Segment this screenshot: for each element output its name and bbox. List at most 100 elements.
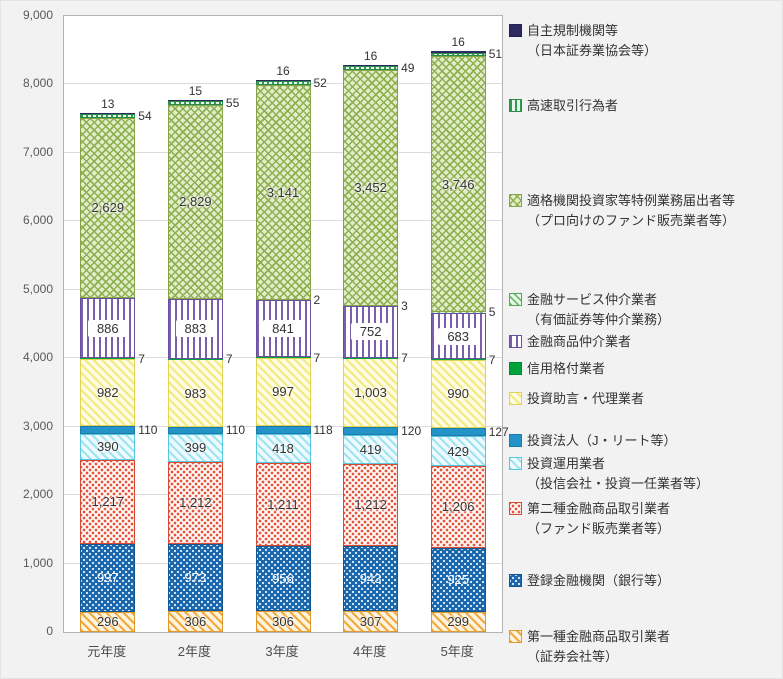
- value-label-right: 49: [401, 60, 415, 75]
- value-label: 2,629: [91, 200, 125, 216]
- value-label: 1,217: [91, 494, 125, 510]
- legend-label-line: 登録金融機関（銀行等）: [527, 573, 671, 588]
- value-label-right: 7: [138, 351, 145, 366]
- segment-invest_corp: [255, 426, 311, 435]
- legend-item-hft: 高速取引行為者: [509, 96, 618, 116]
- segment-invest_corp: [167, 426, 223, 435]
- value-label: 3,452: [354, 180, 387, 196]
- legend-marker-asset_mgmt: [509, 457, 522, 470]
- legend-label: 投資法人（J・リート等）: [527, 431, 677, 451]
- segment-asset_mgmt: 390: [80, 433, 136, 461]
- segment-qualified: 2,829: [167, 104, 223, 299]
- segment-sro: [167, 100, 223, 102]
- legend-label-line: 自主規制機関等: [527, 23, 619, 38]
- value-label: 296: [96, 614, 119, 630]
- segment-qualified: 3,141: [255, 84, 311, 300]
- value-label: 2,829: [179, 194, 212, 210]
- segment-advisory: 982: [80, 358, 136, 427]
- value-label-top: 16: [451, 35, 465, 50]
- segment-type1: 299: [430, 611, 486, 632]
- segment-asset_mgmt: 418: [255, 434, 311, 463]
- segment-hft: [430, 52, 486, 56]
- value-label: 973: [184, 570, 207, 586]
- legend-marker-invest_corp: [509, 434, 522, 447]
- value-label: 307: [359, 614, 382, 629]
- value-label-top: 15: [188, 84, 203, 99]
- value-label-top: 13: [101, 97, 115, 112]
- value-label-right: 2: [313, 292, 321, 307]
- value-label: 3,746: [441, 176, 475, 192]
- value-label: 1,212: [179, 495, 212, 511]
- value-label: 990: [447, 386, 470, 402]
- segment-type1: 306: [255, 611, 311, 632]
- value-label: 1,003: [354, 384, 387, 400]
- segment-hft: [343, 66, 399, 70]
- segment-type2: 1,211: [255, 462, 311, 546]
- legend-item-intermediary: 金融商品仲介業者: [509, 332, 631, 352]
- legend-item-advisory: 投資助言・代理業者: [509, 389, 644, 409]
- value-label: 841: [263, 320, 303, 338]
- legend-label-line: 第二種金融商品取引業者: [527, 501, 671, 516]
- value-label-right: 54: [138, 108, 152, 123]
- value-label-right: 118: [313, 423, 333, 438]
- value-label: 399: [184, 440, 207, 456]
- legend-marker-hft: [509, 99, 522, 112]
- segment-asset_mgmt: 419: [343, 434, 399, 464]
- segment-qualified: 2,629: [80, 117, 136, 298]
- segment-advisory: 983: [167, 359, 223, 427]
- legend-marker-fin_service: [509, 293, 522, 306]
- segment-asset_mgmt: 429: [430, 436, 486, 466]
- legend-marker-rating: [509, 362, 522, 375]
- legend-label: 信用格付業者: [527, 359, 605, 379]
- legend-marker-type1: [509, 630, 522, 643]
- legend-label-line: （有価証券等仲介業務）: [527, 312, 671, 328]
- legend-item-asset_mgmt: 投資運用業者（投信会社・投資一任業者等）: [509, 454, 709, 494]
- legend-label: 適格機関投資家等特例業務届出者等（プロ向けのファンド販売業者等）: [527, 191, 735, 231]
- segment-intermediary: 883: [167, 298, 223, 359]
- value-label: 925: [447, 572, 470, 588]
- value-label-right: 51: [488, 47, 503, 62]
- segment-invest_corp: [80, 426, 136, 434]
- segment-intermediary: 683: [430, 312, 486, 360]
- x-axis-tick-label: 3年度: [265, 644, 299, 659]
- segment-qualified: 3,452: [343, 69, 399, 306]
- legend-marker-qualified: [509, 194, 522, 207]
- legend-label: 高速取引行為者: [527, 96, 618, 116]
- segment-hft: [255, 81, 311, 85]
- y-axis-tick-label: 9,000: [22, 8, 53, 22]
- segment-type1: 296: [80, 611, 136, 632]
- x-axis-tick-label: 5年度: [440, 644, 474, 659]
- legend-label-line: 投資運用業者: [527, 456, 606, 471]
- legend-label-line: 投資法人（J・リート等）: [527, 433, 677, 448]
- value-label-right: 7: [401, 350, 408, 365]
- legend-label-line: 高速取引行為者: [527, 98, 619, 113]
- legend-label: 第二種金融商品取引業者（ファンド販売業者等）: [527, 499, 670, 539]
- segment-bank: 925: [430, 548, 486, 612]
- segment-intermediary: 886: [80, 297, 136, 359]
- segment-hft: [80, 114, 136, 118]
- segment-intermediary: 752: [343, 306, 399, 358]
- legend-marker-sro: [509, 24, 522, 37]
- value-label: 390: [96, 439, 119, 455]
- value-label-right: 110: [138, 422, 158, 437]
- y-axis-tick-label: 8,000: [22, 76, 53, 91]
- legend-label-line: 投資助言・代理業者: [527, 391, 645, 406]
- value-label: 1,206: [441, 499, 475, 515]
- legend-label-line: （日本証券業協会等）: [527, 43, 658, 59]
- segment-sro: [343, 65, 399, 67]
- segment-bank: 956: [255, 545, 311, 612]
- value-label: 997: [272, 384, 294, 400]
- segment-bank: 943: [343, 546, 399, 611]
- legend-label-line: 金融商品仲介業者: [527, 334, 632, 349]
- value-label: 956: [272, 570, 294, 586]
- value-label: 418: [272, 440, 294, 456]
- value-label-top: 16: [363, 49, 378, 64]
- legend-label: 金融商品仲介業者: [527, 332, 631, 352]
- legend-label: 投資助言・代理業者: [527, 389, 644, 409]
- value-label-right: 7: [225, 352, 233, 367]
- x-axis-tick-label: 4年度: [352, 644, 387, 659]
